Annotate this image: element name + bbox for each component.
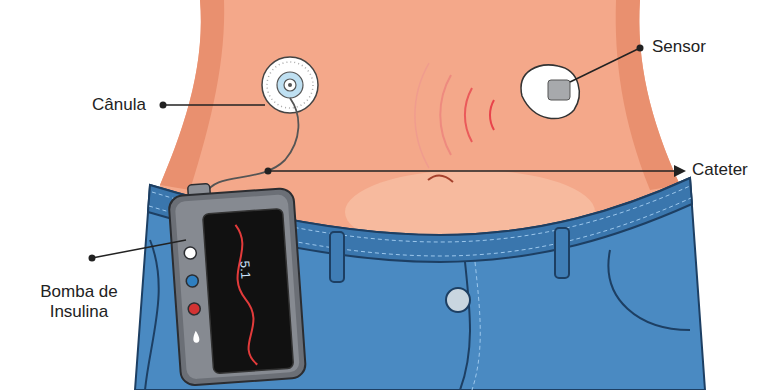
leader-line	[570, 48, 640, 82]
insulin-pump	[168, 178, 307, 386]
sensor-device	[521, 65, 579, 119]
pump-face	[175, 194, 300, 379]
drop-icon	[193, 331, 200, 343]
cannula-patch	[262, 57, 318, 113]
signal-arc	[440, 75, 451, 155]
belt-loop	[555, 228, 569, 278]
leader-line	[268, 170, 676, 172]
cannula-port	[284, 79, 296, 91]
leader-arrowhead	[674, 165, 686, 177]
leader-line	[163, 104, 265, 106]
part-label: Bomba de Insulina	[20, 282, 138, 323]
jeans	[135, 178, 705, 390]
part-label: Sensor	[652, 37, 752, 57]
pocket-seam	[608, 250, 690, 330]
cannula-port	[277, 72, 303, 98]
stitching	[472, 262, 480, 390]
fly-seam	[460, 262, 470, 390]
cannula-port	[288, 83, 292, 87]
signal-arc	[465, 88, 472, 142]
screen-reading: 5.1	[236, 249, 254, 290]
part-label: Cânula	[92, 95, 172, 115]
signal-arc	[415, 63, 429, 168]
sensor-window	[548, 80, 570, 100]
leader-line	[92, 240, 186, 258]
pump-screen	[203, 208, 294, 373]
pump-button	[186, 275, 199, 288]
pump-button	[184, 247, 197, 260]
glucose-curve	[234, 224, 257, 366]
belt-loop	[330, 232, 344, 282]
navel	[428, 175, 453, 182]
catheter-tube	[205, 98, 298, 195]
pump-body	[168, 188, 306, 386]
skin-shadow	[616, 0, 680, 190]
pump-button	[188, 302, 201, 315]
skin-shadow	[160, 0, 224, 190]
jeans-button	[446, 288, 470, 312]
pocket-seam	[145, 240, 159, 390]
patch-dots	[267, 62, 313, 108]
signal-arc	[490, 100, 494, 130]
part-label: Cateter	[692, 160, 768, 180]
